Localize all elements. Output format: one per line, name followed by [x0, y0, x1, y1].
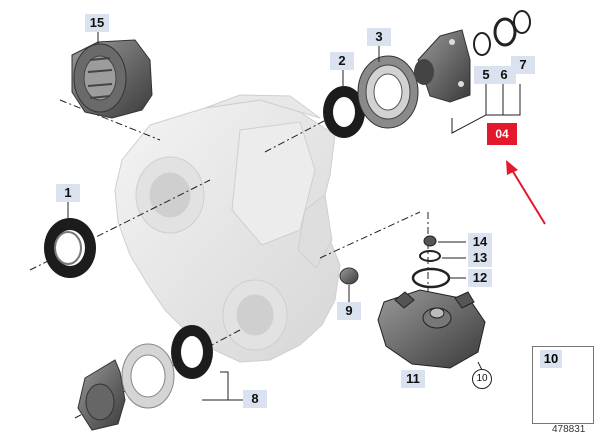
part-11-actuator-motor	[377, 289, 486, 369]
label-part-7: 7	[511, 56, 535, 74]
label-part-14: 14	[468, 233, 492, 251]
label-part-8: 8	[243, 390, 267, 408]
output-flange	[414, 29, 471, 103]
label-part-11: 11	[401, 370, 425, 388]
label-part-12: 12	[468, 269, 492, 287]
part-14-screw	[423, 235, 437, 247]
part-13-o-ring	[419, 250, 441, 262]
part-3-cover-seal	[357, 55, 419, 129]
legend-part-number: 10	[540, 350, 562, 368]
part-8-flange-and-seals	[77, 325, 246, 431]
part-1-shaft-seal	[44, 218, 96, 278]
part-12-gasket	[411, 267, 451, 289]
label-part-9: 9	[337, 302, 361, 320]
part-15-clutch-pack	[71, 39, 153, 119]
part-7-snap-ring	[513, 10, 531, 34]
label-part-6: 6	[492, 66, 516, 84]
label-part-3: 3	[367, 28, 391, 46]
part-5-o-ring	[473, 32, 491, 56]
part-2-seal-ring	[323, 86, 365, 138]
red-arrow	[506, 160, 546, 225]
label-part-13: 13	[468, 249, 492, 267]
part-9-plug	[339, 267, 359, 285]
label-part-2: 2	[330, 52, 354, 70]
callout-red-badge: 04	[487, 123, 517, 145]
label-part-15: 15	[85, 14, 109, 32]
label-part-10-circled: 10	[472, 369, 492, 389]
reference-number: 478831	[552, 424, 586, 435]
callout-bracket	[451, 84, 521, 134]
transfer-case-housing	[114, 94, 341, 363]
label-part-1: 1	[56, 184, 80, 202]
leader-lines	[67, 32, 483, 378]
part-6-spacer-ring	[493, 17, 517, 47]
